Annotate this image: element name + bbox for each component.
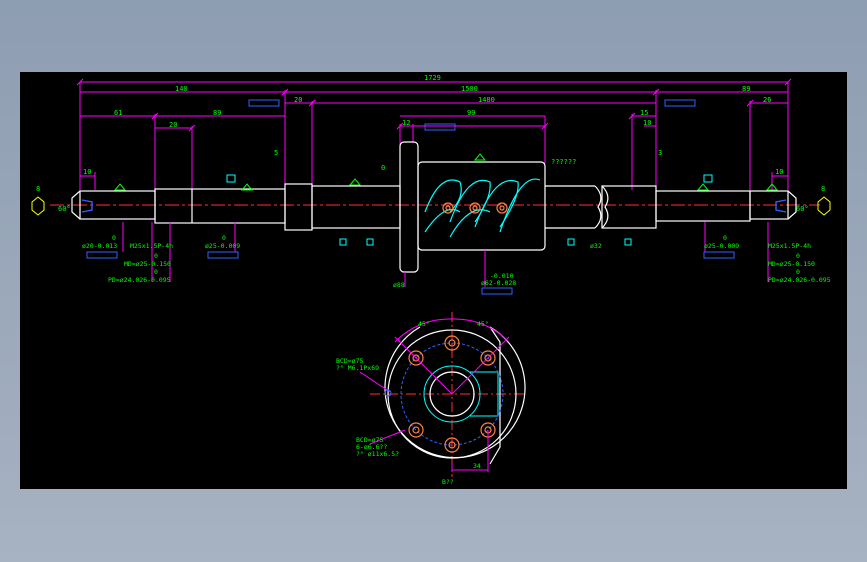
leader-lines [122,222,769,287]
left-pd-top: 0 [154,268,158,276]
dim-right-10b: 10 [775,168,783,176]
dim-thread: 1500 [461,85,478,93]
section-bcd-b: BCD=ø75 [356,436,383,444]
right-d25: ø25-0.009 [704,242,739,250]
dim-left-61: 61 [114,109,122,117]
center-right: 8 [821,185,825,193]
dim-left-10: 10 [83,168,91,176]
chamfer-right: 60° [796,205,809,213]
right-md: MD=ø25-0.150 [768,260,815,268]
section-bcd-a: BCD=ø75 [336,357,363,365]
dim-overall: 1729 [424,74,441,82]
dim-left-20: 20 [169,121,177,129]
section-width: 34 [473,462,481,470]
left-md-top: 0 [154,252,158,260]
end-bores [81,199,787,213]
dim-nut-99: 99 [467,109,475,117]
right-pd-top: 0 [796,268,800,276]
dim-left-end: 140 [175,85,188,93]
left-m25: M25x1.5P-4h [130,242,173,250]
section-holes-b: 6-ø6.6?? [356,443,387,451]
side-5: 5 [274,149,278,157]
zero-mark: 0 [381,164,385,172]
left-d20: ø20-0.013 [82,242,117,250]
section-angle-left: 45° [418,320,430,328]
surface-markers [113,153,779,191]
left-d25: ø25-0.009 [205,242,240,250]
dim-left-step: 20 [294,96,302,104]
tolerance-frames [86,99,735,295]
left-md: MD=ø25-0.150 [124,260,171,268]
dim-left-89: 89 [213,109,221,117]
dimension-lines [79,81,789,190]
balls [442,202,508,214]
datum-flags [226,174,713,246]
chamfer-left: 60° [58,205,71,213]
right-d25-top: 0 [723,234,727,242]
dimension-ticks [76,78,792,132]
drawing-canvas[interactable]: 1729 140 1500 89 1480 20 26 61 89 20 12 … [20,72,847,489]
dim-question: ?????? [551,158,576,166]
dim-right-end: 89 [742,85,750,93]
left-pd: PD=ø24.026-0.095 [108,276,171,284]
flange-section-view [359,312,526,477]
right-pd: PD=ø24.026-0.095 [768,276,831,284]
nut-d88: ø88 [393,281,405,289]
dim-inner: 1480 [478,96,495,104]
nut-d62: ø62-0.028 [481,279,516,287]
right-md-top: 0 [796,252,800,260]
section-label: B?? [442,478,454,486]
section-thread-a: ?° M6.1Px69 [336,364,379,372]
center-left: 8 [36,185,40,193]
shaft-outline [71,141,797,273]
nut-tol-top: -0.010 [490,272,514,280]
dim-nut-12: 12 [402,119,410,127]
dim-right-26: 26 [763,96,771,104]
side-3: 3 [658,149,662,157]
center-holes [31,196,831,216]
dim-right-15: 15 [640,109,648,117]
left-d25-top: 0 [222,234,226,242]
right-d32: ø32 [590,242,602,250]
dim-right-10: 10 [643,119,651,127]
section-cbore-b: ?° ø11x6.5? [356,450,399,458]
section-angle-right: 45° [477,320,489,328]
left-d20-top: 0 [112,234,116,242]
ball-circuits [424,178,541,238]
cad-drawing: 1729 140 1500 89 1480 20 26 61 89 20 12 … [31,74,831,486]
right-m25: M25x1.5P-4h [768,242,811,250]
